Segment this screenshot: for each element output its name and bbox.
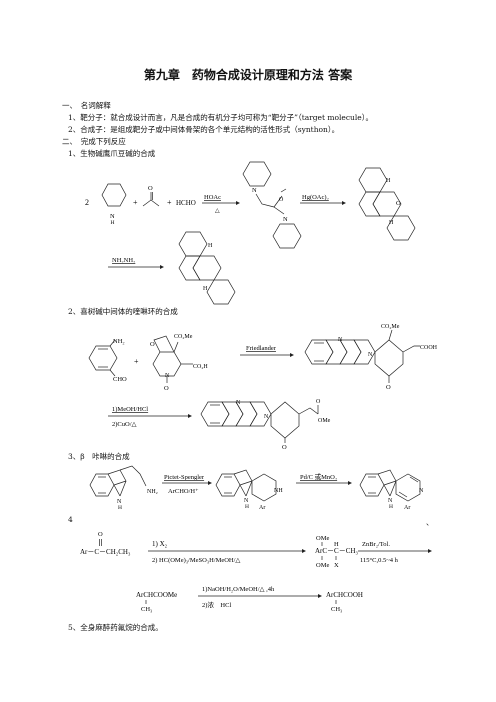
- starting-ketone-label: Ar－C－CH₂CH₃: [80, 548, 131, 556]
- svg-text:H: H: [245, 504, 249, 510]
- svg-text:Ar: Ar: [259, 505, 265, 511]
- tetrahydro-carboline-structure: N H NH Ar: [215, 469, 283, 511]
- svg-text:H: H: [203, 286, 208, 292]
- svg-text:O: O: [150, 341, 155, 348]
- acetone-structure: O: [142, 185, 160, 207]
- camptothecin-ester-product: N N O O OMe: [200, 399, 331, 451]
- r3-condition-pd-c: Pd/C 或MnO₂: [300, 472, 337, 481]
- formaldehyde-label: HCHO: [176, 199, 196, 207]
- r4-condition-hydrolysis: 1)NaOH/H₂O/MeOH/△ ,4h: [202, 586, 275, 593]
- r1-condition-heat: △: [215, 208, 220, 214]
- svg-text:H: H: [389, 504, 393, 510]
- ketal-x-label: X: [334, 562, 339, 569]
- r1-condition-hydrazine: NH₂NH₂: [112, 257, 135, 264]
- r1-plus-1: +: [133, 198, 138, 207]
- piperidine-h-label: H: [111, 220, 115, 226]
- svg-text:N: N: [368, 352, 373, 358]
- svg-text:NH: NH: [274, 488, 283, 494]
- pyridone-intermediate-structure: O CO₂Me CO₂H N O: [150, 334, 208, 392]
- section-heading-1: 一、 名词解释: [62, 101, 111, 110]
- svg-text:N: N: [264, 414, 269, 420]
- question-2-label: 2、喜树碱中间体的喹啉环的合成: [68, 307, 178, 316]
- r1-plus-2: +: [167, 198, 172, 207]
- piperidine-nh-label: N: [110, 213, 115, 220]
- question-3-label: 3、β 咔啉的合成: [68, 452, 130, 461]
- svg-text:N: N: [117, 499, 122, 505]
- question-1-label: 1、生物碱鹰爪豆碱的合成: [68, 149, 156, 158]
- aminobenzaldehyde-structure: NH₂ CHO: [88, 338, 127, 383]
- svg-text:CHO: CHO: [113, 376, 127, 383]
- r4-condition-znbr2: ZnBr₂/Tol.: [362, 541, 390, 548]
- svg-text:N: N: [283, 216, 288, 223]
- svg-text:H: H: [389, 220, 394, 226]
- acetone-oxygen-label: O: [148, 185, 153, 192]
- bis-piperidine-intermediate: N O N: [242, 161, 302, 249]
- sparteine-ketone-structure: H H O: [358, 167, 416, 241]
- svg-text:CO₂Me: CO₂Me: [174, 334, 193, 340]
- r4-step-halogen: 1) X₂: [152, 540, 168, 548]
- ketal-ome-top: OMe: [316, 535, 329, 542]
- svg-text:COOH: COOH: [420, 345, 438, 351]
- page-title: 第九章 药物合成设计原理和方法 答案: [143, 68, 353, 82]
- svg-text:O: O: [396, 200, 401, 207]
- svg-text:N: N: [388, 498, 393, 504]
- r1-coefficient: 2: [85, 198, 89, 207]
- svg-text:O: O: [164, 385, 169, 392]
- svg-text:NH₂: NH₂: [147, 489, 158, 495]
- question-4-label: 4: [68, 515, 73, 524]
- r2-condition-meoh-hcl: 1)MeOH/HCl: [112, 406, 148, 413]
- beta-carboline-product: N H N Ar: [359, 469, 424, 511]
- svg-text:NH₂: NH₂: [113, 338, 125, 345]
- definition-synthon: 2、合成子：是组成靶分子或中间体骨架的各个单元结构的活性形式（synthon）。: [68, 125, 340, 134]
- ketal-h-label: H: [334, 541, 339, 548]
- definition-target-molecule: 1、靶分子：就合成设计而言，凡是合成的有机分子均可称为“靶分子”（target …: [68, 113, 373, 122]
- r4-condition-temperature: 115°C,0.5~4 h: [360, 557, 399, 564]
- piperidine-structure: N H: [101, 183, 127, 226]
- svg-text:N: N: [236, 400, 241, 406]
- svg-text:Ar: Ar: [404, 505, 410, 511]
- ester-methyl-label: CH₃: [141, 606, 152, 613]
- ketal-ome-bottom: OMe: [316, 562, 329, 569]
- svg-text:OMe: OMe: [318, 418, 331, 424]
- ketone-oxygen-label: O: [98, 531, 103, 538]
- r4-condition-acidify: 2)浓 HCl: [202, 600, 231, 609]
- svg-text:O: O: [279, 197, 284, 203]
- svg-text:CO₂H: CO₂H: [193, 364, 208, 370]
- acid-product-label: ArCHCOOH: [326, 591, 363, 599]
- r4-step-orthoformate: 2) HC(OMe)₃/MeSO₃H/MeOH/△: [152, 557, 240, 564]
- sparteine-product-structure: H H: [178, 231, 236, 305]
- svg-text:H: H: [118, 505, 122, 511]
- r1-condition-hoac: HOAc: [204, 194, 221, 201]
- section-heading-2: 二、 完成下列反应: [62, 137, 126, 146]
- svg-text:N: N: [165, 373, 170, 379]
- camptothecin-acid-intermediate: N N CO₂Me COOH O: [304, 324, 438, 391]
- svg-text:N: N: [252, 187, 257, 194]
- r3-condition-pictet-spengler: Pictet-Spengler: [164, 474, 205, 481]
- r2-condition-cuo: 2)CuO/△: [112, 421, 137, 428]
- r1-condition-mercury: Hg(OAc)₂: [302, 194, 329, 201]
- svg-text:N: N: [244, 498, 249, 504]
- svg-text:O: O: [386, 384, 391, 391]
- tryptamine-structure: N H NH₂: [89, 465, 158, 511]
- svg-text:H: H: [386, 178, 391, 184]
- r3-condition-aldehyde: ArCHO/H⁺: [168, 488, 199, 495]
- acid-methyl-label: CH₃: [331, 606, 342, 613]
- r2-condition-friedlander: Friedlander: [246, 345, 277, 352]
- svg-text:H: H: [208, 243, 213, 249]
- svg-text:O: O: [282, 444, 287, 451]
- question-4-tail: 、: [426, 518, 434, 527]
- r2-plus: +: [134, 357, 139, 366]
- svg-text:CO₂Me: CO₂Me: [381, 324, 400, 330]
- svg-text:O: O: [316, 399, 321, 405]
- question-5-label: 5、全身麻醉药氟烷的合成。: [68, 623, 163, 632]
- ester-label: ArCHCOOMe: [136, 591, 177, 599]
- ketal-intermediate-label: ArC－C－CH₃: [315, 547, 358, 555]
- svg-text:N: N: [419, 488, 424, 494]
